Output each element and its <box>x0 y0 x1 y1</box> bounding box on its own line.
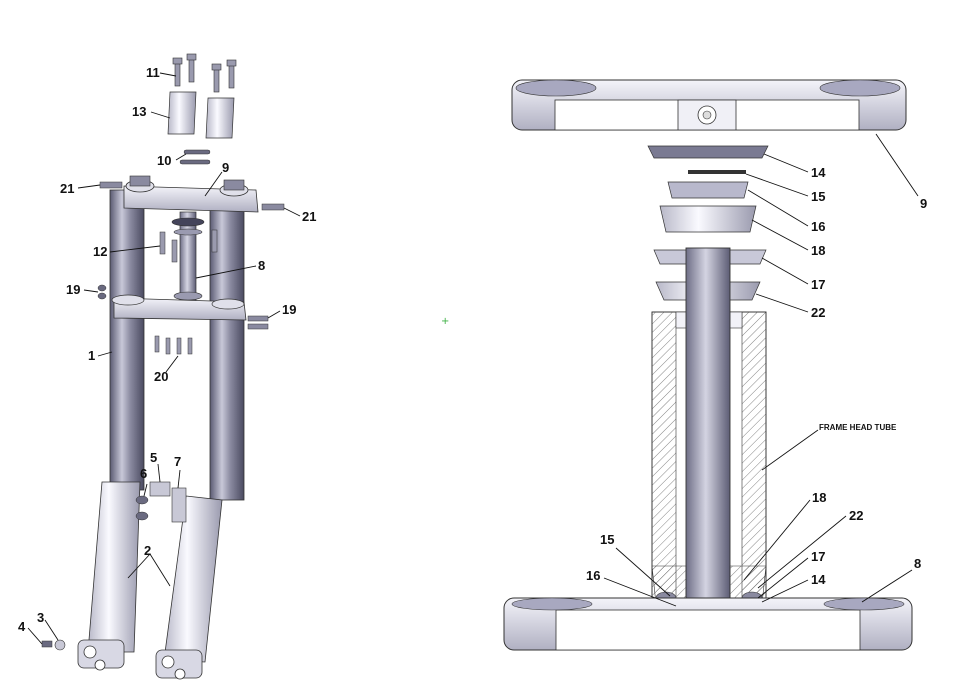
callout-13: 13 <box>132 104 146 119</box>
left-callouts: 11 13 10 9 21 21 12 8 19 19 1 20 5 6 7 2… <box>18 65 316 645</box>
callout-12: 12 <box>93 244 107 259</box>
callout-11: 11 <box>146 65 160 80</box>
callout-r-22-lower: 22 <box>849 508 863 523</box>
callout-r-15-lower: 15 <box>600 532 614 547</box>
callout-4: 4 <box>18 619 26 634</box>
callout-r-18-lower: 18 <box>812 490 826 505</box>
callout-20: 20 <box>154 369 168 384</box>
callout-r-22: 22 <box>811 305 825 320</box>
riser-bolts <box>172 53 237 93</box>
callout-10: 10 <box>157 153 171 168</box>
callout-19-left: 19 <box>66 282 80 297</box>
callout-9: 9 <box>222 160 229 175</box>
callout-3: 3 <box>37 610 44 625</box>
callout-r-17: 17 <box>811 277 825 292</box>
callout-r-15: 15 <box>811 189 825 204</box>
head-tube-section <box>503 79 913 651</box>
callout-r-14-lower: 14 <box>811 572 826 587</box>
callout-r-14: 14 <box>811 165 826 180</box>
center-marker: + <box>441 316 449 327</box>
left-fork-slider <box>87 481 141 653</box>
callout-5: 5 <box>150 450 157 465</box>
callout-7: 7 <box>174 454 181 469</box>
callout-19-right: 19 <box>282 302 296 317</box>
frame-head-tube-label: FRAME HEAD TUBE <box>819 423 897 432</box>
callout-21-left: 21 <box>60 181 74 196</box>
callout-r-8: 8 <box>914 556 921 571</box>
left-fork-tube <box>109 189 145 491</box>
callout-21-right: 21 <box>302 209 316 224</box>
right-callouts: 9 14 15 16 18 17 22 18 22 15 17 16 14 8 … <box>586 133 927 607</box>
riser-bushings <box>179 149 211 165</box>
callout-2: 2 <box>144 543 151 558</box>
callout-r-9: 9 <box>920 196 927 211</box>
fork-assembly <box>41 53 285 680</box>
right-fork-slider <box>163 495 223 663</box>
handlebar-risers <box>167 91 235 139</box>
callout-r-16: 16 <box>811 219 825 234</box>
callout-r-17-lower: 17 <box>811 549 825 564</box>
section-steering-stem <box>685 247 731 609</box>
callout-1: 1 <box>88 348 95 363</box>
callout-8: 8 <box>258 258 265 273</box>
callout-r-16-lower: 16 <box>586 568 600 583</box>
callout-r-18: 18 <box>811 243 825 258</box>
callout-6: 6 <box>140 466 147 481</box>
